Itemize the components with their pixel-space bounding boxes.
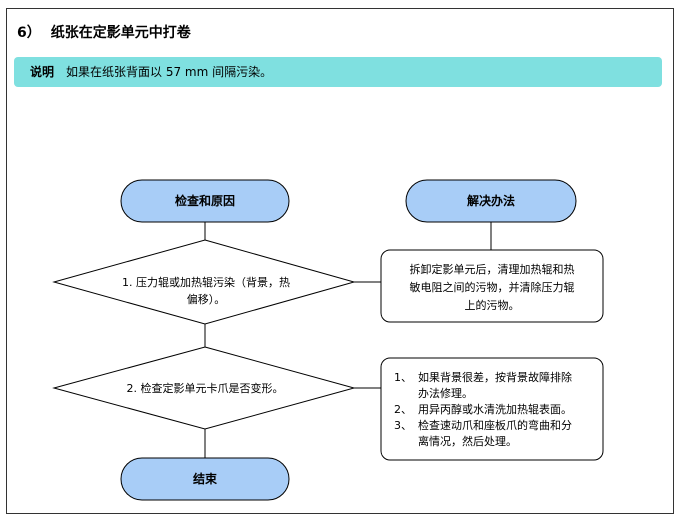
section-title: 6） 纸张在定影单元中打卷 <box>17 22 191 42</box>
solution-2-num1: 1、 <box>394 371 412 384</box>
solution-2-item1-line2: 办法修理。 <box>418 386 473 400</box>
check-header-terminal <box>120 179 290 223</box>
solution-1-line1: 拆卸定影单元后，清理加热辊和热 <box>410 262 575 276</box>
section-title-text: 纸张在定影单元中打卷 <box>50 25 191 41</box>
solution-2-num3: 3、 <box>394 419 412 432</box>
solution-2-box <box>380 357 604 461</box>
note-label: 说明 <box>30 65 55 79</box>
solution-1-box <box>380 249 604 323</box>
note-bar: 说明如果在纸张背面以 57 mm 间隔污染。 <box>14 57 662 87</box>
solution-1-line3: 上的污物。 <box>465 298 520 312</box>
solution-2-item3-line2: 离情况，然后处理。 <box>418 434 517 448</box>
end-label: 结束 <box>193 471 218 486</box>
decision-1-line1: 1. 压力辊或加热辊污染（背景，热 <box>122 275 290 289</box>
decision-2-text: 2. 检查定影单元卡爪是否变形。 <box>127 381 284 395</box>
solution-header-terminal <box>405 179 577 223</box>
check-header-label: 检查和原因 <box>175 193 235 208</box>
solution-header-label: 解决办法 <box>467 193 515 208</box>
decision-1-line2: 偏移）。 <box>187 292 226 306</box>
solution-2-item2: 用异丙醇或水清洗加热辊表面。 <box>418 402 572 416</box>
note-text: 如果在纸张背面以 57 mm 间隔污染。 <box>66 65 273 79</box>
solution-2-num2: 2、 <box>394 403 412 416</box>
end-terminal <box>120 457 290 501</box>
solution-2-item3-line1: 检查速动爪和座板爪的弯曲和分 <box>418 418 572 432</box>
solution-1-line2: 敏电阻之间的污物，并清除压力辊 <box>410 280 575 294</box>
section-number: 6） <box>17 25 41 41</box>
decision-2-diamond <box>52 346 356 430</box>
decision-1-diamond <box>52 239 356 325</box>
solution-2-item1-line1: 如果背景很差，按背景故障排除 <box>418 370 572 384</box>
